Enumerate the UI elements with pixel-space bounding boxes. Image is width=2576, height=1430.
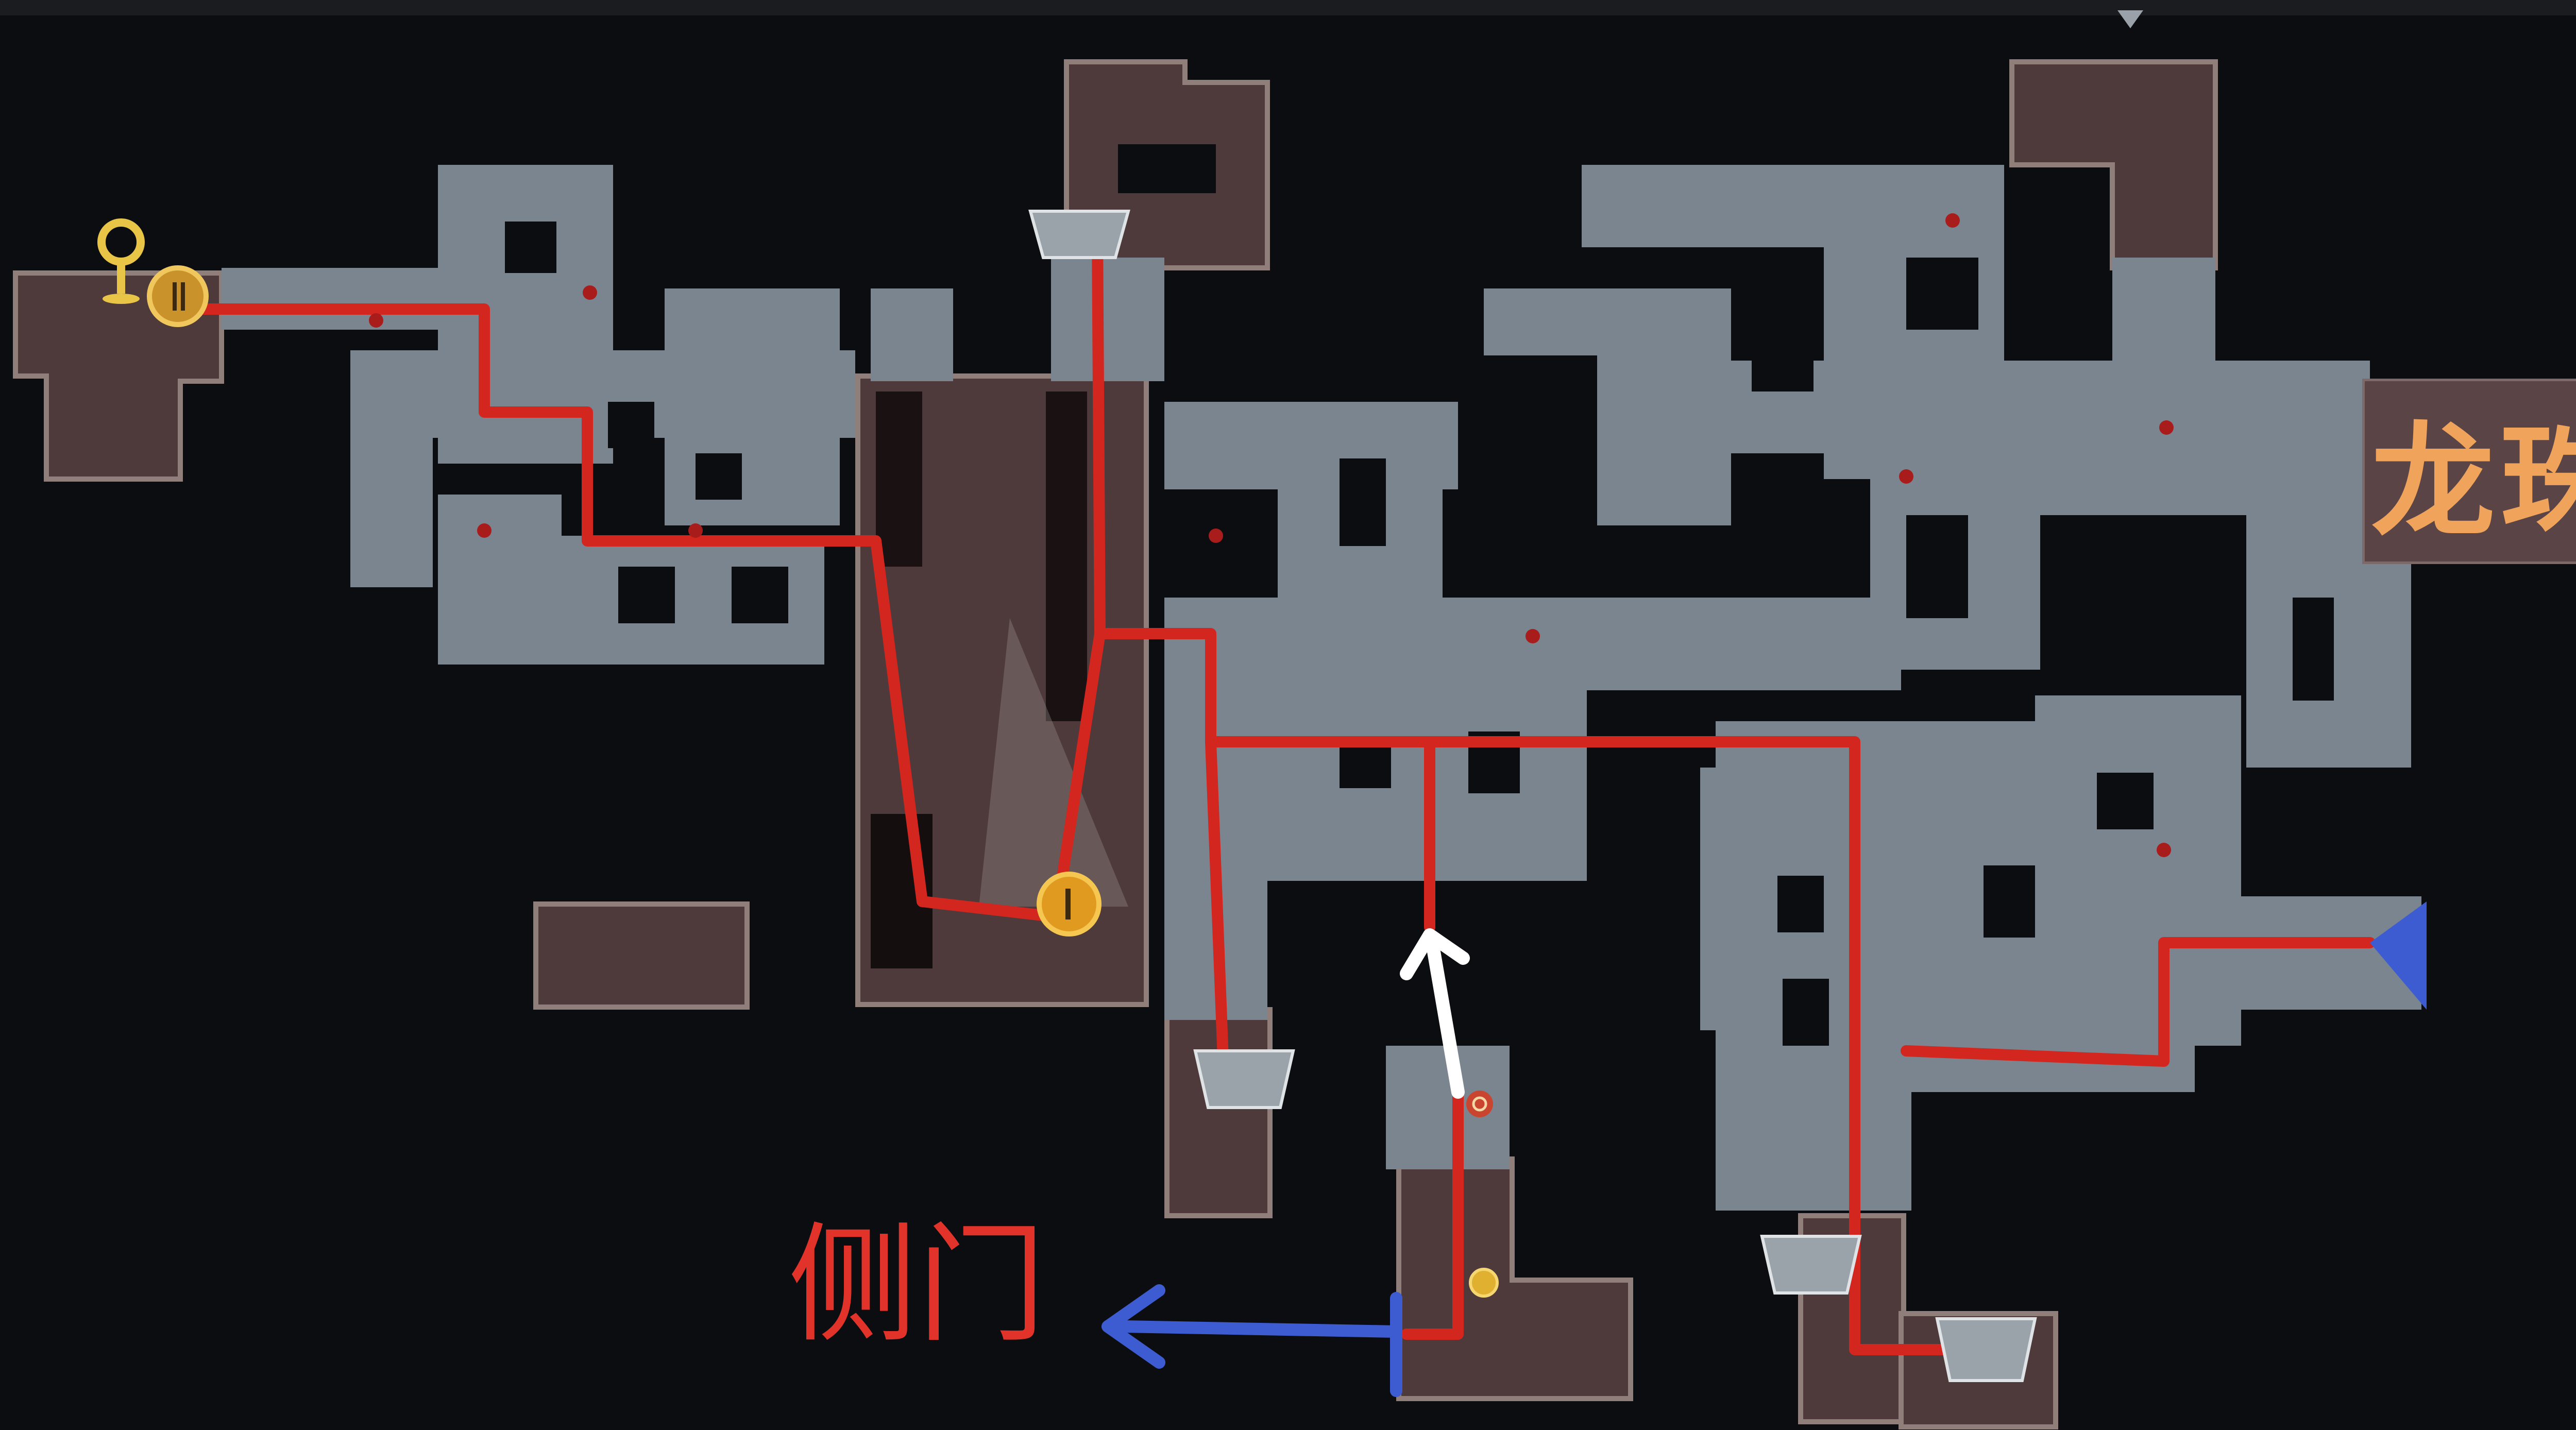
room-left-lower — [533, 901, 750, 1010]
red-route — [164, 226, 2376, 1355]
treasure-cart-icon[interactable] — [1935, 1317, 2037, 1382]
hall-shading — [871, 391, 1128, 968]
gold-coin-icon[interactable] — [147, 265, 209, 327]
treasure-cart-icon[interactable] — [1193, 1049, 1295, 1109]
blue-triangle-marker-icon[interactable] — [2370, 901, 2427, 1010]
hint-arrow — [1400, 928, 1470, 1099]
treasure-cart-icon[interactable] — [1760, 1235, 1862, 1295]
dragon-pearl-text: 龙珠 — [2371, 410, 2576, 554]
red-gem-marker-icon — [369, 213, 2174, 857]
gold-coin-icon[interactable] — [1037, 872, 1101, 937]
spiral-token-icon[interactable] — [1466, 1091, 1493, 1117]
location-pin-icon[interactable] — [97, 218, 145, 304]
dragon-pearl-label: 龙珠 — [2362, 379, 2576, 564]
grey-triangle-marker-icon — [2117, 10, 2143, 28]
gold-coin-icon[interactable] — [1469, 1268, 1499, 1298]
side-door-label: 侧门 — [788, 1210, 1046, 1360]
side-door-arrow — [1101, 1284, 1402, 1397]
treasure-cart-icon[interactable] — [1028, 210, 1130, 259]
room-top-mid-window — [1118, 144, 1216, 193]
